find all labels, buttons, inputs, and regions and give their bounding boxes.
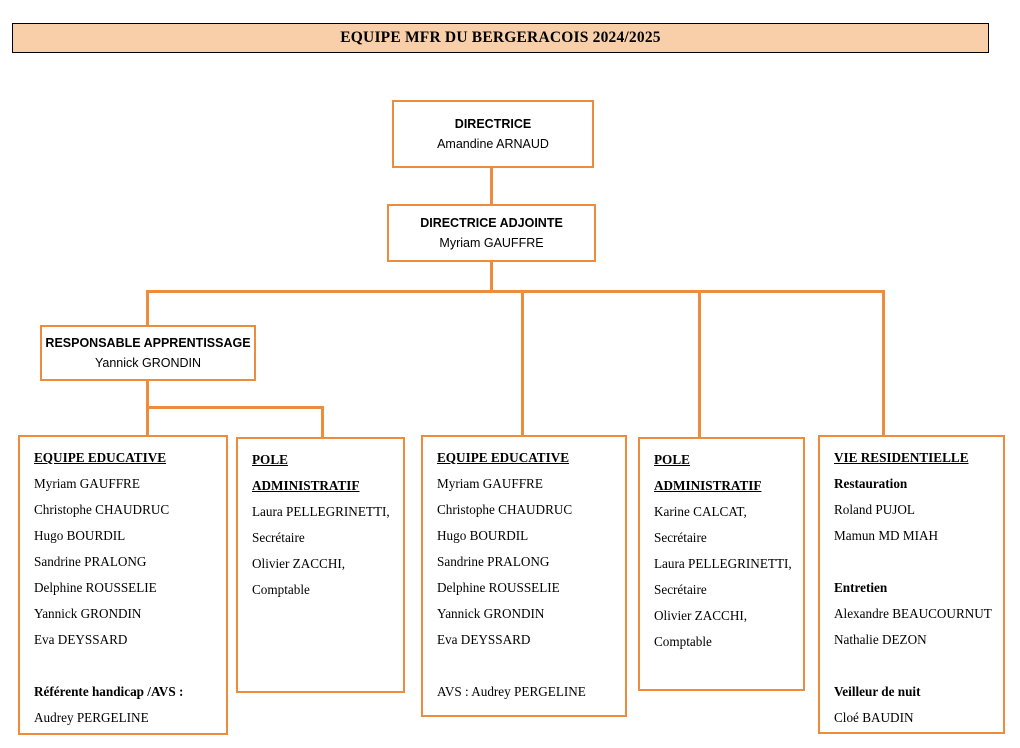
box-heading: EQUIPE EDUCATIVE [34,450,167,465]
page-title: EQUIPE MFR DU BERGERACOIS 2024/2025 [340,29,661,46]
row-person: Sandrine PRALONG [34,554,147,569]
connector-main-bus [146,290,885,293]
row-person: Mamun MD MIAH [834,528,939,543]
row-person: Audrey PERGELINE [34,710,149,725]
connector-bus-to-responsable [146,290,149,326]
row-person: Olivier ZACCHI, Comptable [252,556,346,597]
row-person: Olivier ZACCHI, Comptable [654,608,748,649]
node-responsable-apprentissage-name: Yannick GRONDIN [94,356,202,370]
row-person: Laura PELLEGRINETTI, Secrétaire [252,504,390,545]
node-pole-administratif-1[interactable]: POLE ADMINISTRATIF Laura PELLEGRINETTI, S… [236,437,405,693]
node-directrice-adjointe-title: DIRECTRICE ADJOINTE [420,216,563,230]
row-person: Nathalie DEZON [834,632,927,647]
node-directrice[interactable]: DIRECTRICE Amandine ARNAUD [392,100,594,168]
row-person: Delphine ROUSSELIE [34,580,157,595]
row-person: Eva DEYSSARD [34,632,128,647]
node-directrice-adjointe[interactable]: DIRECTRICE ADJOINTE Myriam GAUFFRE [387,204,596,262]
connector-sub-bus [146,406,324,409]
node-directrice-name: Amandine ARNAUD [437,137,549,151]
node-directrice-adjointe-name: Myriam GAUFFRE [439,236,544,250]
node-pole-administratif-2[interactable]: POLE ADMINISTRATIF Karine CALCAT, Secréta… [638,437,805,691]
box-heading: VIE RESIDENTIELLE [834,450,969,465]
connector-directrice-to-adjointe [490,168,493,206]
row-spacer [437,653,615,679]
connector-sub-bus-to-pole-administratif-1 [321,406,324,437]
connector-bus-to-vie-residentielle [882,290,885,437]
row-person: Yannick GRONDIN [34,606,142,621]
row-person: Karine CALCAT, Secrétaire [654,504,747,545]
row-person: Christophe CHAUDRUC [437,502,573,517]
node-responsable-apprentissage[interactable]: RESPONSABLE APPRENTISSAGE Yannick GRONDI… [40,325,256,381]
row-person: Delphine ROUSSELIE [437,580,560,595]
box-heading: POLE ADMINISTRATIF [654,452,762,493]
row-person: Yannick GRONDIN [437,606,545,621]
row-person: Christophe CHAUDRUC [34,502,170,517]
row-person: Sandrine PRALONG [437,554,550,569]
row-subheading: Référente handicap /AVS : [34,684,184,699]
node-responsable-apprentissage-title: RESPONSABLE APPRENTISSAGE [45,336,251,350]
connector-bus-to-equipe-educative-2 [521,290,524,437]
row-person: Alexandre BEAUCOURNUT [834,606,992,621]
node-equipe-educative-2[interactable]: EQUIPE EDUCATIVE Myriam GAUFFRE Christophe… [421,435,627,717]
connector-adjointe-drop [490,261,493,293]
connector-bus-to-pole-administratif-2 [698,290,701,437]
row-person: Eva DEYSSARD [437,632,531,647]
row-person: Myriam GAUFFRE [437,476,543,491]
row-spacer [834,549,993,575]
row-subheading: Entretien [834,580,888,595]
box-heading: EQUIPE EDUCATIVE [437,450,570,465]
connector-sub-bus-to-equipe-educative-1 [146,406,149,437]
row-spacer [834,653,993,679]
row-person: AVS : Audrey PERGELINE [437,684,586,699]
box-heading: POLE ADMINISTRATIF [252,452,360,493]
row-subheading: Veilleur de nuit [834,684,921,699]
node-directrice-title: DIRECTRICE [454,117,532,131]
row-spacer [34,653,216,679]
page-title-banner: EQUIPE MFR DU BERGERACOIS 2024/2025 [12,23,989,53]
row-subheading: Restauration [834,476,908,491]
row-person: Hugo BOURDIL [34,528,126,543]
row-person: Myriam GAUFFRE [34,476,140,491]
row-person: Roland PUJOL [834,502,915,517]
node-equipe-educative-1[interactable]: EQUIPE EDUCATIVE Myriam GAUFFRE Christophe… [18,435,228,735]
row-person: Hugo BOURDIL [437,528,529,543]
row-person: Cloé BAUDIN [834,710,914,725]
connector-responsable-drop [146,380,149,408]
row-person: Laura PELLEGRINETTI, Secrétaire [654,556,792,597]
